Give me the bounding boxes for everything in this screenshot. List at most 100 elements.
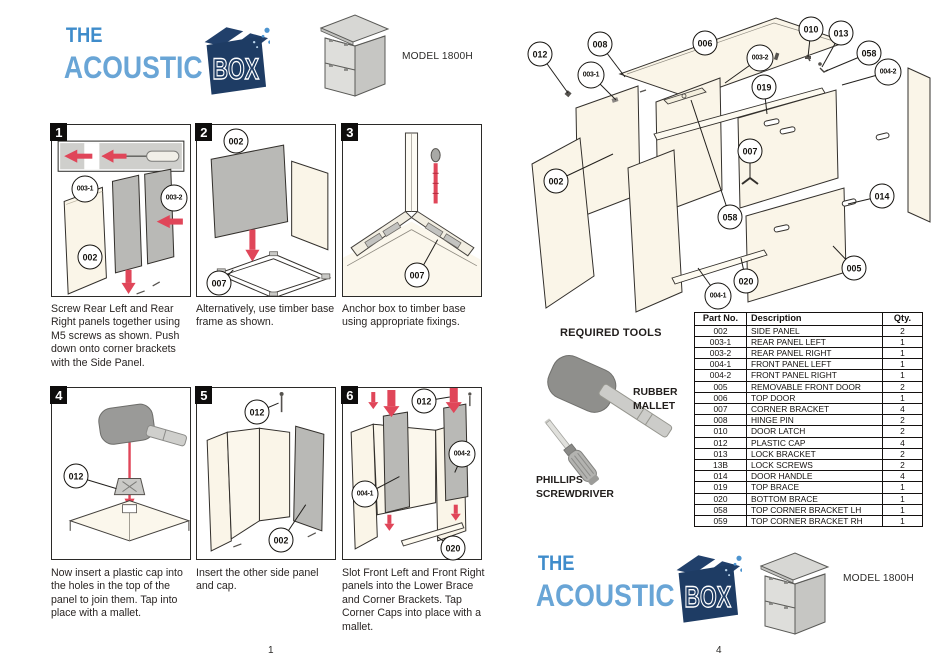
logo-box-icon: BOX <box>676 555 742 623</box>
part-callout-004-2: 004-2 <box>874 58 902 86</box>
step-1-illustration <box>57 140 185 295</box>
step-4-illustration <box>68 403 190 542</box>
step-3-panel: 3 007 <box>341 123 482 297</box>
part-callout-004-1: 004-1 <box>351 480 379 508</box>
logo-acoustic: ACOUSTIC <box>536 577 675 613</box>
part-callout-002: 002 <box>543 168 569 194</box>
step-2-caption: Alternatively, use timber base frame as … <box>196 303 335 329</box>
part-callout-004-1: 004-1 <box>704 282 732 310</box>
step-4-caption: Now insert a plastic cap into the holes … <box>51 567 183 620</box>
part-callout-007: 007 <box>404 262 430 288</box>
product-box-render <box>319 14 390 97</box>
part-callout-003-2: 003-2 <box>746 44 774 72</box>
step-number: 3 <box>341 123 359 142</box>
step-number: 1 <box>50 123 68 142</box>
required-tools-title: REQUIRED TOOLS <box>560 327 662 339</box>
part-callout-020: 020 <box>440 535 466 561</box>
product-box-render-bottom <box>759 552 830 635</box>
part-callout-008: 008 <box>587 31 613 57</box>
part-callout-019: 019 <box>751 74 777 100</box>
logo-the: THE <box>538 552 575 575</box>
rubber-mallet-icon <box>547 355 673 438</box>
parts-table-header: Part No. <box>694 312 747 326</box>
logo-acoustic: ACOUSTIC <box>64 49 203 85</box>
phillips-screwdriver-icon <box>544 418 599 486</box>
model-label-top: MODEL 1800H <box>402 51 473 62</box>
step-5-panel: 5 012 002 <box>195 386 336 560</box>
step-3-caption: Anchor box to timber base using appropri… <box>342 303 466 329</box>
step-6-caption: Slot Front Left and Front Right panels i… <box>342 567 485 633</box>
part-callout-004-2: 004-2 <box>448 440 476 468</box>
part-callout-058: 058 <box>856 40 882 66</box>
parts-table-header: Qty. <box>882 312 923 326</box>
logo-box-icon: BOX <box>204 27 270 95</box>
part-callout-003-2: 003-2 <box>160 184 188 212</box>
part-callout-005: 005 <box>841 255 867 281</box>
acoustic-box-logo-bottom: THE ACOUSTIC BOX <box>536 552 742 623</box>
step-number: 5 <box>195 386 213 405</box>
part-callout-002: 002 <box>77 244 103 270</box>
part-callout-006: 006 <box>692 30 718 56</box>
logo-box: BOX <box>213 53 260 86</box>
part-callout-013: 013 <box>828 20 854 46</box>
part-callout-003-1: 003-1 <box>71 175 99 203</box>
phillips-screwdriver-label: PHILLIPS SCREWDRIVER <box>536 475 614 500</box>
step-3-illustration <box>343 132 481 296</box>
logo-the: THE <box>66 24 103 47</box>
step-6-panel: 6 012 004-2 004-1 020 <box>341 386 482 561</box>
part-callout-007: 007 <box>737 138 763 164</box>
page-number-right: 4 <box>716 645 722 656</box>
part-callout-007: 007 <box>206 270 232 296</box>
part-callout-002: 002 <box>268 527 294 553</box>
step-2-illustration <box>210 144 332 296</box>
step-6-illustration <box>350 388 472 550</box>
step-number: 2 <box>195 123 213 142</box>
step-1-panel: 1 003-1 003-2 002 <box>50 123 191 297</box>
acoustic-box-logo: THE ACOUSTIC BOX <box>64 24 270 95</box>
step-2-panel: 2 002 007 <box>195 123 336 297</box>
step-4-panel: 4 012 <box>50 386 191 560</box>
step-number: 6 <box>341 386 359 405</box>
model-label-bottom: MODEL 1800H <box>843 573 914 584</box>
part-callout-012: 012 <box>244 399 270 425</box>
step-5-caption: Insert the other side panel and cap. <box>196 567 319 593</box>
part-callout-010: 010 <box>798 16 824 42</box>
part-callout-014: 014 <box>869 183 895 209</box>
logo-box: BOX <box>685 581 732 614</box>
rubber-mallet-label: RUBBER MALLET <box>633 387 678 412</box>
page-number-left: 1 <box>268 645 274 656</box>
part-callout-012: 012 <box>411 388 437 414</box>
exploded-diagram-art <box>531 17 931 313</box>
parts-table-header: Description <box>746 312 883 326</box>
part-callout-012: 012 <box>527 41 553 67</box>
step-number: 4 <box>50 386 68 405</box>
part-callout-002: 002 <box>223 128 249 154</box>
step-5-illustration <box>206 392 325 552</box>
part-callout-012: 012 <box>63 463 89 489</box>
part-callout-058: 058 <box>717 204 743 230</box>
step-1-caption: Screw Rear Left and Rear Right panels to… <box>51 303 180 369</box>
part-callout-020: 020 <box>733 268 759 294</box>
